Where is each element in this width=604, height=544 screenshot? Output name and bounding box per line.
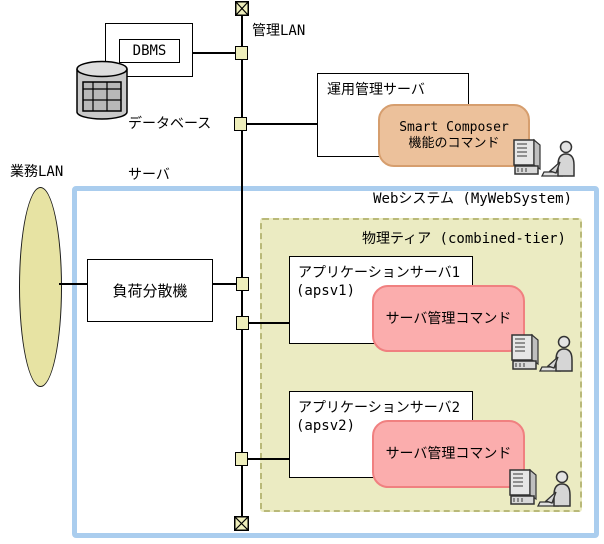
line-ellipse-to-load-balancer bbox=[59, 283, 87, 285]
operator-computer-icon bbox=[513, 138, 575, 177]
database-cylinder-icon bbox=[76, 60, 128, 120]
physical-tier-label: 物理ティア (combined-tier) bbox=[361, 231, 566, 247]
app-server1-id: (apsv1) bbox=[296, 283, 356, 299]
database-server-caption: データベース サーバ bbox=[128, 82, 211, 218]
dbms-box: DBMS bbox=[119, 39, 180, 63]
app-server1-command-bubble: サーバ管理コマンド bbox=[372, 285, 525, 352]
lan-connector-icon bbox=[234, 117, 247, 131]
lan-connector-icon bbox=[235, 452, 248, 466]
management-lan-label: 管理LAN bbox=[252, 23, 306, 39]
line-load-balancer-to-lan bbox=[213, 283, 237, 285]
app-server1-title: アプリケーションサーバ1 bbox=[298, 265, 461, 281]
line-lan-to-app-server1 bbox=[248, 322, 289, 324]
operator-computer-icon bbox=[509, 468, 571, 507]
business-lan-label: 業務LAN bbox=[10, 164, 64, 180]
app-server2-title: アプリケーションサーバ2 bbox=[298, 400, 461, 416]
smart-composer-line2: 機能のコマンド bbox=[408, 135, 500, 151]
line-lan-to-app-server2 bbox=[248, 458, 289, 460]
lan-terminator-icon bbox=[234, 516, 249, 531]
line-dbms-to-lan bbox=[193, 52, 236, 54]
database-server-caption-line2: サーバ bbox=[128, 167, 170, 183]
lan-connector-icon bbox=[236, 316, 249, 330]
app-server2-command-bubble: サーバ管理コマンド bbox=[372, 420, 525, 488]
management-lan-line bbox=[241, 15, 243, 516]
smart-composer-command-bubble: Smart Composer 機能のコマンド bbox=[378, 104, 530, 167]
operator-computer-icon bbox=[511, 333, 573, 372]
lan-connector-icon bbox=[236, 277, 249, 291]
app-server2-id: (apsv2) bbox=[296, 418, 356, 434]
ops-management-server-label: 運用管理サーバ bbox=[327, 82, 425, 98]
web-system-label: Webシステム (MyWebSystem) bbox=[373, 191, 572, 207]
smart-composer-line1: Smart Composer bbox=[399, 119, 509, 135]
database-server-caption-line1: データベース bbox=[128, 116, 212, 132]
lan-terminator-icon bbox=[235, 1, 249, 16]
business-lan-ellipse bbox=[19, 187, 62, 387]
lan-connector-icon bbox=[235, 46, 248, 60]
load-balancer-box: 負荷分散機 bbox=[87, 259, 213, 322]
line-lan-to-ops-server bbox=[247, 123, 317, 125]
